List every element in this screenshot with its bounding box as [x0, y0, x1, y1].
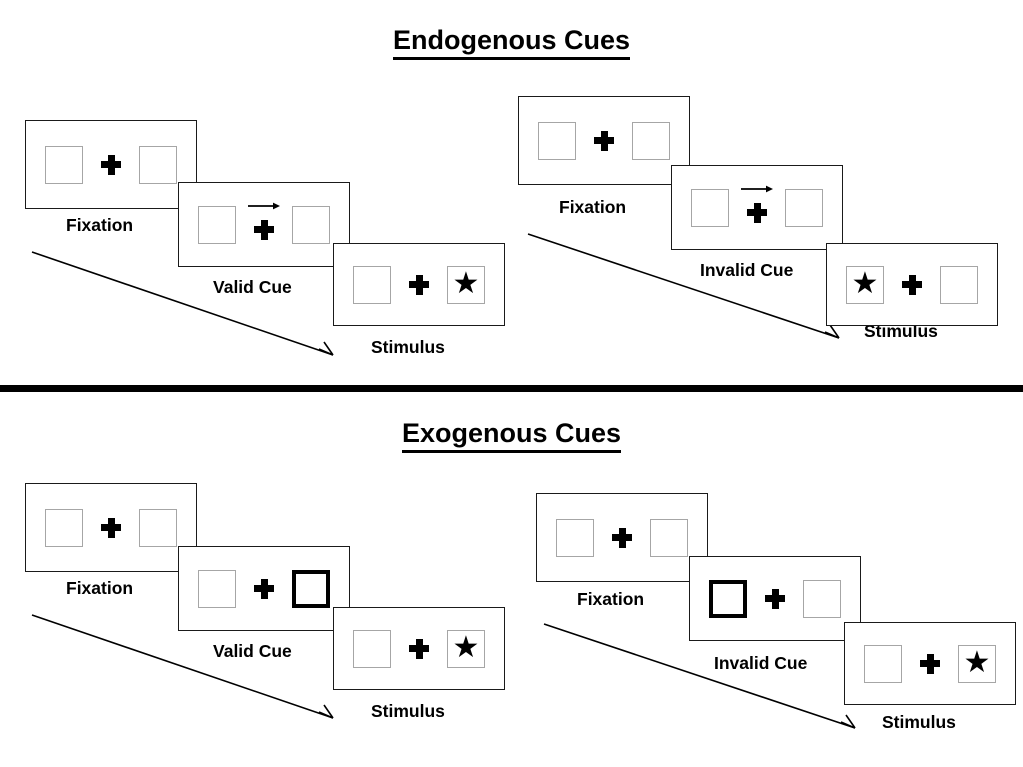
panel-endogenous-invalid-cue: [671, 165, 843, 250]
fixation-cross-icon: [101, 517, 121, 538]
section-title-endogenous-text: Endogenous Cues: [392, 25, 630, 60]
panel-endogenous-valid-cue: [178, 182, 350, 267]
panel-exogenous-invalid-stimulus: ★: [844, 622, 1016, 705]
caption-exogenous-invalid-stimulus: Stimulus: [882, 712, 956, 732]
time-arrow-exogenous-invalid: [543, 623, 856, 729]
left-box-cued: [709, 579, 747, 618]
star-icon: ★: [963, 645, 991, 679]
panel-content: [538, 118, 670, 164]
panel-content: [45, 505, 177, 551]
right-box: [650, 518, 688, 557]
right-box: [139, 145, 177, 184]
star-icon: ★: [452, 266, 480, 300]
caption-endogenous-invalid-fixation: Fixation: [559, 197, 627, 217]
fixation-cross-icon: [902, 274, 922, 295]
caption-exogenous-invalid-cue: Invalid Cue: [714, 653, 808, 673]
fixation-area: [594, 515, 650, 561]
fixation-area: [83, 505, 139, 551]
fixation-cross-icon: [254, 219, 274, 240]
left-box: [556, 518, 594, 557]
caption-endogenous-valid-cue: Valid Cue: [213, 277, 292, 297]
caption-exogenous-valid-stimulus: Stimulus: [371, 701, 445, 721]
panel-content: [709, 576, 841, 622]
arrow-right-icon: [741, 185, 773, 192]
star-icon: ★: [452, 630, 480, 664]
left-box: [45, 145, 83, 184]
fixation-area: [391, 262, 447, 308]
panel-content: [45, 142, 177, 188]
right-box: ★: [958, 644, 996, 683]
fixation-cross-icon: [612, 527, 632, 548]
right-box: [803, 579, 841, 618]
time-arrow-endogenous-valid: [31, 251, 334, 356]
fixation-area: [902, 641, 958, 687]
section-divider: [0, 385, 1023, 392]
fixation-area: [747, 576, 803, 622]
right-box: ★: [447, 265, 485, 304]
right-box: [139, 508, 177, 547]
section-title-exogenous: Exogenous Cues: [0, 418, 1023, 453]
panel-exogenous-invalid-fixation: [536, 493, 708, 582]
left-box: [198, 205, 236, 244]
left-box: [198, 569, 236, 608]
panel-content: [198, 566, 330, 612]
fixation-area: [884, 262, 940, 308]
fixation-cross-icon: [594, 130, 614, 151]
left-box: [353, 629, 391, 668]
caption-endogenous-invalid-cue: Invalid Cue: [700, 260, 794, 280]
right-box: ★: [447, 629, 485, 668]
caption-endogenous-valid-fixation: Fixation: [66, 215, 134, 235]
left-box: [45, 508, 83, 547]
panel-content: [198, 202, 330, 248]
right-box: [632, 121, 670, 160]
time-arrow-endogenous-invalid: [527, 233, 840, 339]
left-box: ★: [846, 265, 884, 304]
left-box: [864, 644, 902, 683]
panel-content: ★: [353, 626, 485, 672]
section-title-exogenous-text: Exogenous Cues: [401, 418, 622, 453]
section-title-endogenous: Endogenous Cues: [0, 25, 1023, 60]
panel-exogenous-valid-stimulus: ★: [333, 607, 505, 690]
fixation-cross-icon: [101, 154, 121, 175]
caption-endogenous-invalid-stimulus: Stimulus: [864, 321, 938, 341]
panel-content: ★: [846, 262, 978, 308]
fixation-cross-icon: [409, 638, 429, 659]
left-box: [538, 121, 576, 160]
fixation-cross-icon: [920, 653, 940, 674]
arrow-right-icon: [248, 202, 280, 209]
panel-content: [556, 515, 688, 561]
time-arrow-exogenous-valid: [31, 614, 334, 719]
fixation-area: [391, 626, 447, 672]
fixation-area: [83, 142, 139, 188]
panel-endogenous-invalid-stimulus: ★: [826, 243, 998, 326]
left-box: [691, 188, 729, 227]
caption-exogenous-valid-cue: Valid Cue: [213, 641, 292, 661]
fixation-area: [729, 185, 785, 231]
caption-exogenous-valid-fixation: Fixation: [66, 578, 134, 598]
panel-endogenous-invalid-fixation: [518, 96, 690, 185]
right-box: [940, 265, 978, 304]
fixation-cross-icon: [409, 274, 429, 295]
panel-endogenous-valid-fixation: [25, 120, 197, 209]
panel-content: [691, 185, 823, 231]
panel-exogenous-valid-cue: [178, 546, 350, 631]
caption-endogenous-valid-stimulus: Stimulus: [371, 337, 445, 357]
fixation-area: [236, 202, 292, 248]
panel-exogenous-valid-fixation: [25, 483, 197, 572]
fixation-cross-icon: [747, 202, 767, 223]
caption-exogenous-invalid-fixation: Fixation: [577, 589, 645, 609]
fixation-area: [576, 118, 632, 164]
panel-endogenous-valid-stimulus: ★: [333, 243, 505, 326]
left-box: [353, 265, 391, 304]
panel-exogenous-invalid-cue: [689, 556, 861, 641]
star-icon: ★: [851, 266, 879, 300]
right-box-cued: [292, 569, 330, 608]
fixation-area: [236, 566, 292, 612]
right-box: [785, 188, 823, 227]
panel-content: ★: [353, 262, 485, 308]
fixation-cross-icon: [254, 578, 274, 599]
right-box: [292, 205, 330, 244]
fixation-cross-icon: [765, 588, 785, 609]
panel-content: ★: [864, 641, 996, 687]
